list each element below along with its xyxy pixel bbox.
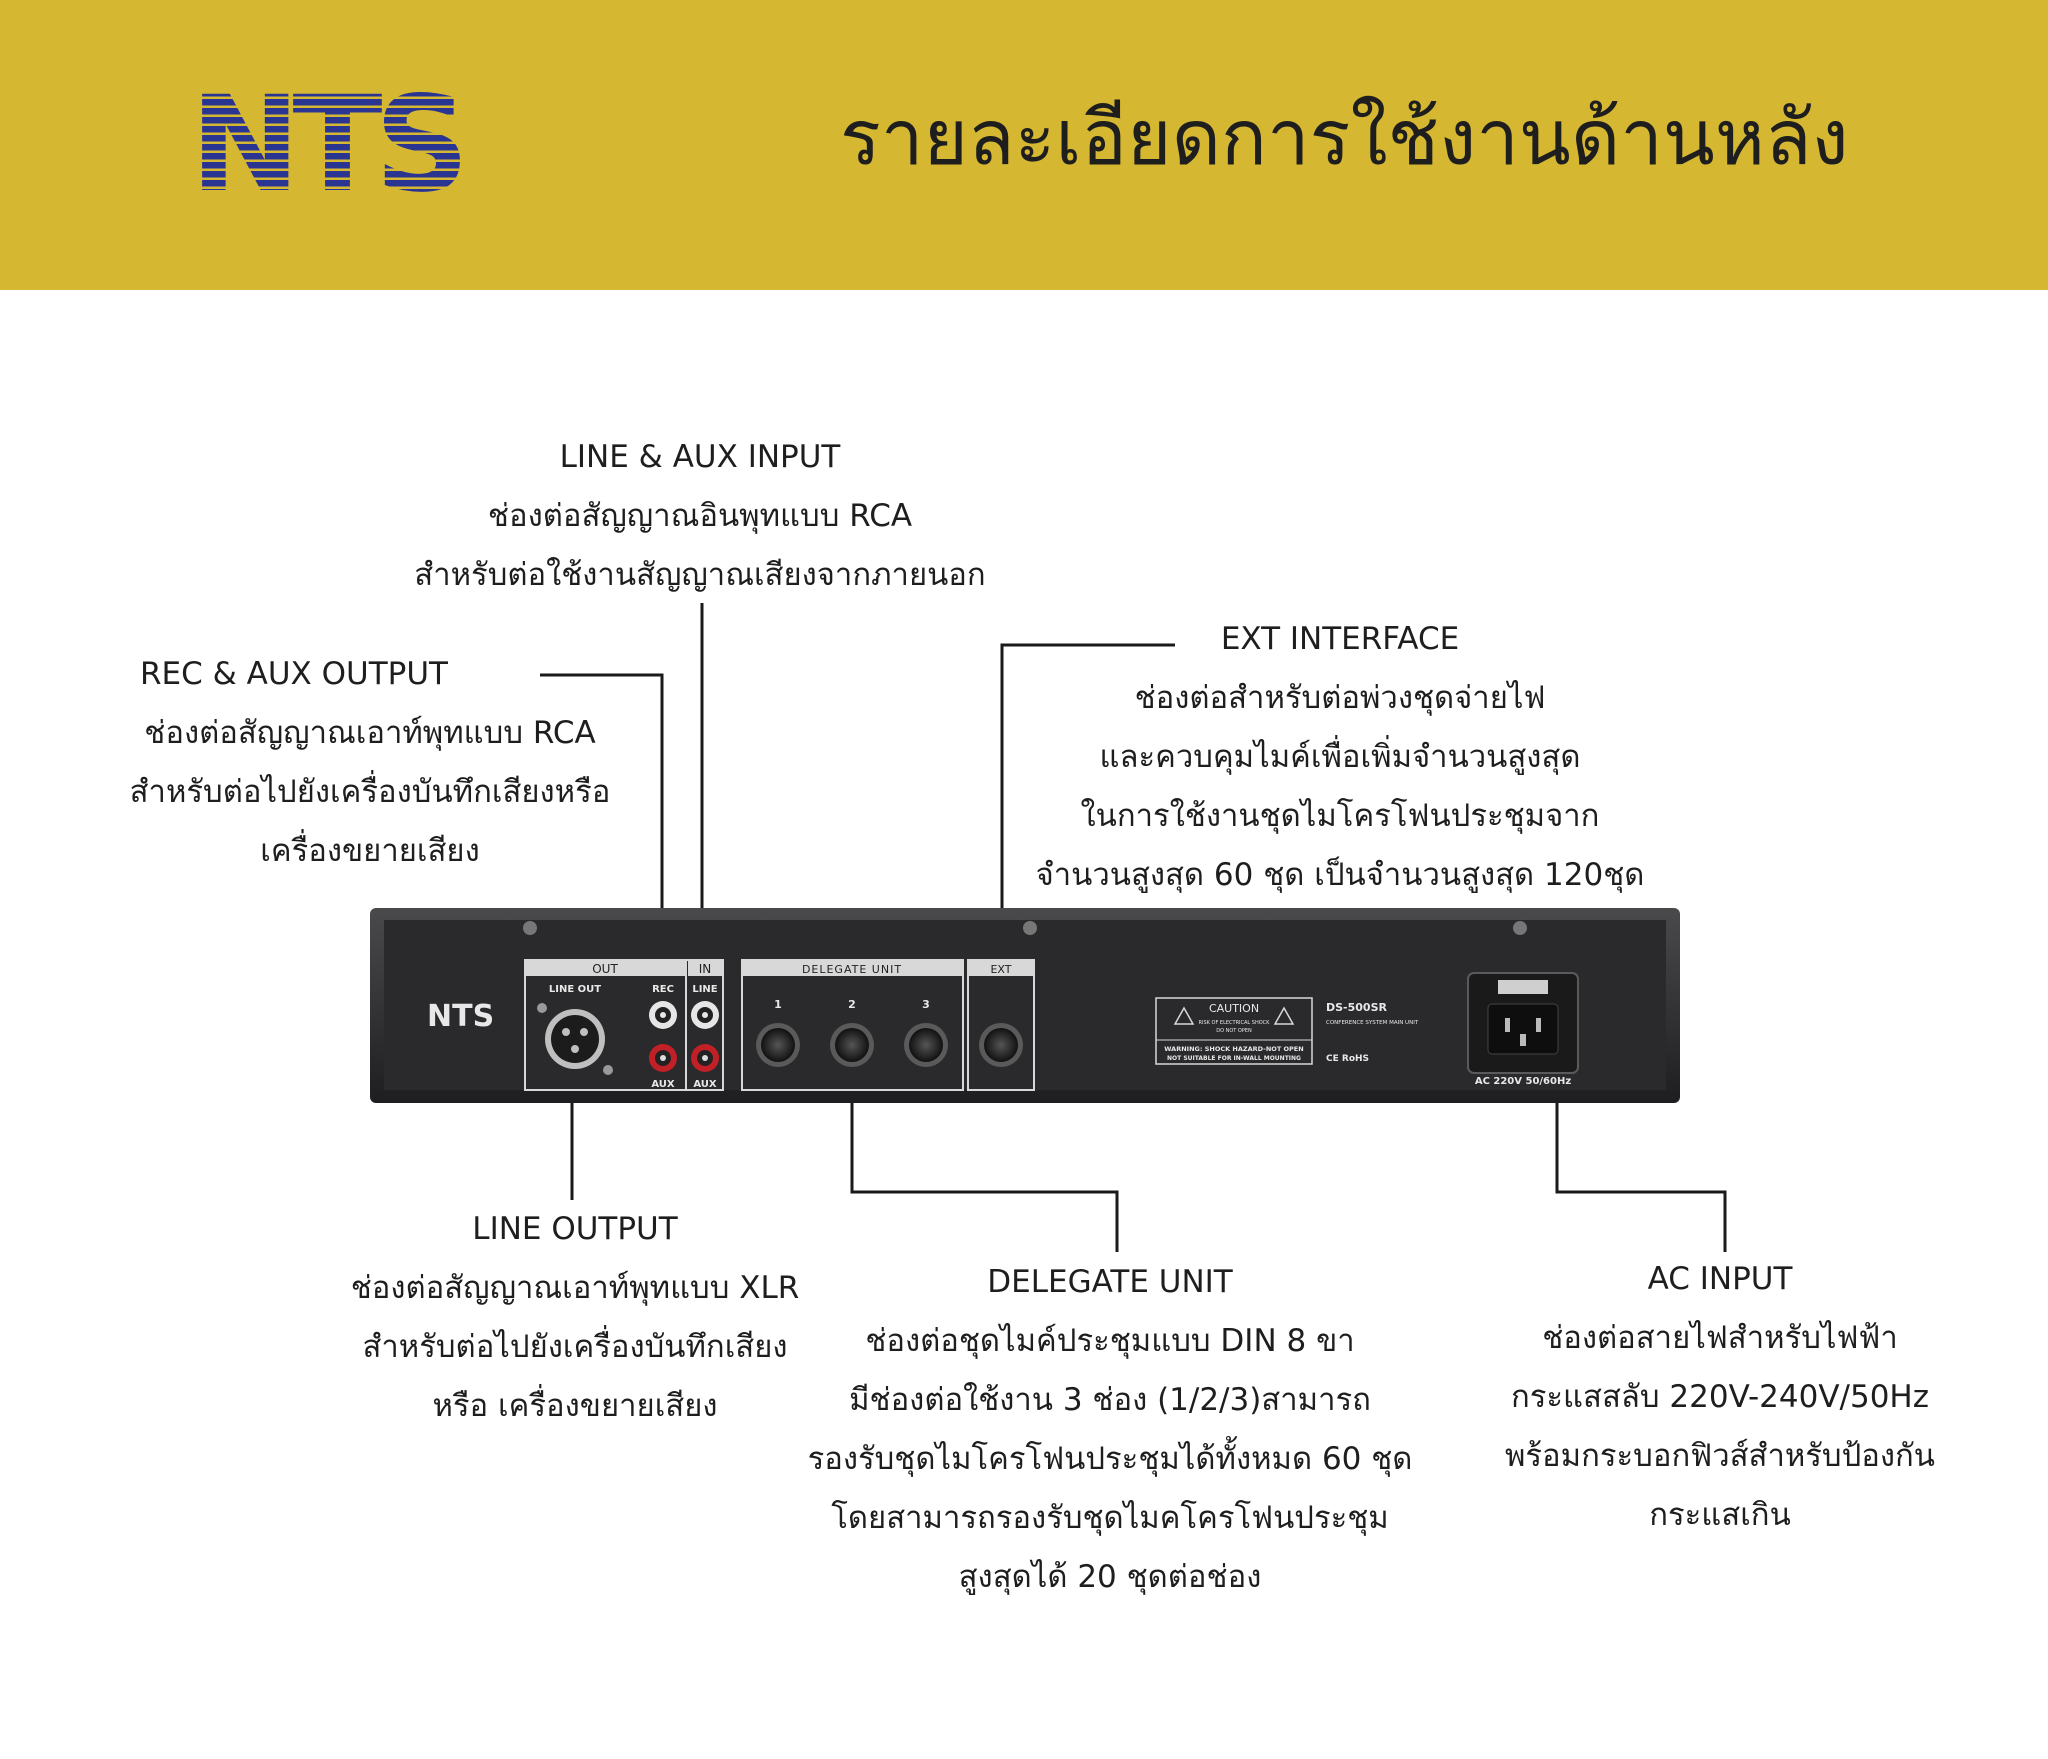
callout-line: สูงสุดได้ 20 ชุดต่อช่อง (958, 1559, 1262, 1595)
leader-line-ext (1000, 643, 1175, 1000)
screw-icon (1023, 921, 1037, 935)
caution-title: CAUTION (1209, 1002, 1259, 1015)
callout-heading: DELEGATE UNIT (987, 1264, 1233, 1300)
din-port-1-icon (756, 1023, 800, 1067)
din-port-2-icon (830, 1023, 874, 1067)
warning-triangle-icon (1273, 1006, 1295, 1025)
logo-text: NTS (190, 90, 462, 200)
din-ext-port-icon (979, 1023, 1023, 1067)
callout-line: ช่องต่อสำหรับต่อพ่วงชุดจ่ายไฟ (1134, 680, 1546, 716)
callout-heading: LINE & AUX INPUT (559, 439, 841, 475)
callout-line-output: LINE OUTPUT ช่องต่อสัญญาณเอาท์พุทแบบ XLR… (310, 1200, 840, 1436)
callout-line: กระแสสลับ 220V-240V/50Hz (1510, 1379, 1929, 1415)
caution-sub: RISK OF ELECTRICAL SHOCK (1199, 1020, 1271, 1026)
caution-label (1155, 997, 1313, 1065)
callout-line: ช่องต่อชุดไมค์ประชุมแบบ DIN 8 ขา (865, 1323, 1355, 1359)
model-name: DS-500SR (1326, 1001, 1388, 1014)
nts-logo: NTS (190, 90, 470, 200)
rec-label: REC (652, 984, 674, 995)
ac-label: AC 220V 50/60Hz (1475, 1076, 1572, 1087)
screws (523, 921, 1527, 935)
device-brand: NTS (427, 999, 494, 1034)
callout-line: พร้อมกระบอกฟิวส์สำหรับป้องกัน (1504, 1438, 1936, 1474)
fuse-holder-icon (1498, 980, 1548, 994)
callout-line: โดยสามารถรองรับชุดไมคโครโฟนประชุม (831, 1500, 1389, 1536)
callout-heading: EXT INTERFACE (1220, 621, 1460, 657)
ext-label: EXT (990, 963, 1011, 976)
callout-ext-interface: EXT INTERFACE ช่องต่อสำหรับต่อพ่วงชุดจ่า… (1010, 610, 1670, 905)
callout-rec-aux-output: REC & AUX OUTPUT ช่องต่อสัญญาณเอาท์พุทแบ… (110, 645, 630, 881)
line-out-label: LINE OUT (549, 984, 601, 995)
line-label: LINE (692, 984, 717, 995)
rca-aux-in-icon (691, 1044, 719, 1072)
callout-line: ช่องต่อสัญญาณเอาท์พุทแบบ RCA (144, 715, 596, 751)
callout-line: สำหรับต่อไปยังเครื่องบันทึกเสียง (362, 1329, 788, 1365)
callout-line: ช่องต่อสัญญาณเอาท์พุทแบบ XLR (350, 1270, 800, 1306)
panel-face (384, 920, 1666, 1090)
cert-marks: CE RoHS (1326, 1054, 1369, 1064)
callout-heading: AC INPUT (1647, 1261, 1793, 1297)
delegate-label: DELEGATE UNIT (802, 963, 902, 976)
callout-line: มีช่องต่อใช้งาน 3 ช่อง (1/2/3)สามารถ (849, 1382, 1371, 1418)
din-port-3-icon (904, 1023, 948, 1067)
callout-line: สำหรับต่อใช้งานสัญญาณเสียงจากภายนอก (414, 557, 986, 593)
port-number: 3 (922, 998, 930, 1011)
leader-line-ac (1555, 1100, 1727, 1252)
rca-line-icon (691, 1001, 719, 1029)
aux-label: AUX (693, 1079, 717, 1090)
callout-line: และควบคุมไมค์เพื่อเพิ่มจำนวนสูงสุด (1099, 739, 1581, 775)
header-banner (0, 0, 2048, 290)
model-desc: CONFERENCE SYSTEM MAIN UNIT (1326, 1020, 1419, 1026)
callout-line: สำหรับต่อไปยังเครื่องบันทึกเสียงหรือ (129, 774, 611, 810)
caution-sub: DO NOT OPEN (1216, 1028, 1252, 1034)
device-rear-panel: NTS OUT IN LINE OUT REC LINE AUX AUX DEL… (370, 908, 1680, 1103)
screw-icon (523, 921, 537, 935)
callout-line: ในการใช้งานชุดไมโครโฟนประชุมจาก (1080, 798, 1600, 834)
callout-line: กระแสเกิน (1649, 1497, 1791, 1533)
callout-line: หรือ เครื่องขยายเสียง (432, 1388, 718, 1424)
leader-line-delegate (850, 1100, 1119, 1252)
screw-icon (1513, 921, 1527, 935)
port-number: 2 (848, 998, 856, 1011)
warning-triangle-icon (1173, 1006, 1195, 1025)
aux-label: AUX (651, 1079, 675, 1090)
callout-line: ช่องต่อสัญญาณอินพุทแบบ RCA (487, 498, 913, 534)
page-title: รายละเอียดการใช้งานด้านหลัง (840, 93, 1849, 182)
rca-rec-icon (649, 1001, 677, 1029)
callout-line: ช่องต่อสายไฟสำหรับไฟฟ้า (1542, 1320, 1898, 1356)
callout-line-aux-input: LINE & AUX INPUT ช่องต่อสัญญาณอินพุทแบบ … (380, 428, 1020, 605)
callout-heading: REC & AUX OUTPUT (140, 656, 448, 692)
callout-delegate-unit: DELEGATE UNIT ช่องต่อชุดไมค์ประชุมแบบ DI… (800, 1253, 1420, 1607)
callout-heading: LINE OUTPUT (472, 1211, 678, 1247)
warning-text: NOT SUITABLE FOR IN-WALL MOUNTING (1167, 1055, 1301, 1062)
callout-line: จำนวนสูงสุด 60 ชุด เป็นจำนวนสูงสุด 120ชุ… (1035, 857, 1645, 893)
callout-line: เครื่องขยายเสียง (260, 833, 480, 869)
callout-ac-input: AC INPUT ช่องต่อสายไฟสำหรับไฟฟ้า กระแสสล… (1450, 1250, 1990, 1545)
in-label: IN (699, 962, 712, 976)
warning-text: WARNING: SHOCK HAZARD-NOT OPEN (1164, 1045, 1303, 1053)
rca-aux-out-icon (649, 1044, 677, 1072)
port-number: 1 (774, 998, 782, 1011)
out-label: OUT (592, 962, 618, 976)
leader-line-rec (540, 673, 664, 960)
callout-line: รองรับชุดไมโครโฟนประชุมได้ทั้งหมด 60 ชุด (807, 1441, 1413, 1477)
